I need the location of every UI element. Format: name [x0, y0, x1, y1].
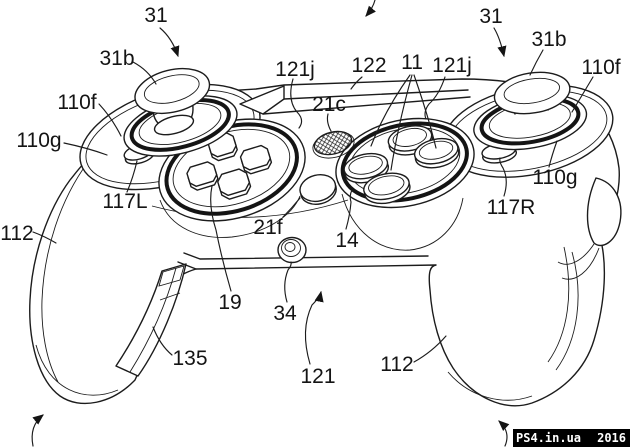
arrow-31-left: [159, 27, 180, 58]
center-round-button: [299, 173, 337, 205]
leader-110f-right: [571, 76, 594, 113]
leader-122: [350, 76, 363, 90]
side-strip-top-segment: [158, 265, 185, 287]
deck-corner-wedge: [239, 85, 285, 115]
home-button: [277, 236, 307, 264]
ref-label-21c: 21c: [312, 93, 346, 116]
leader-117R: [499, 157, 507, 197]
watermark-site: PS4.in.ua: [516, 431, 582, 445]
leader-112-right: [413, 335, 447, 363]
ref-label-121-bottom: 121: [300, 365, 335, 388]
left-grip-sole: [35, 344, 119, 396]
arrow-31-right: [493, 27, 507, 58]
right-side-knob-seams: [557, 243, 600, 280]
ref-label-19: 19: [218, 291, 241, 314]
side-strip-inner-line: [129, 267, 181, 373]
action-buttons: [343, 125, 460, 205]
leader-31b-right: [529, 49, 544, 76]
arrow-top-center: [365, 0, 376, 17]
leader-121j-left: [290, 78, 303, 129]
dpad-pedestal: [159, 195, 301, 238]
arrow-121-bottom: [304, 290, 324, 365]
dpad-keys: [186, 132, 273, 200]
face-pedestal: [341, 193, 464, 251]
ref-label-31-right: 31: [479, 5, 502, 28]
leader-lines: [31, 0, 594, 447]
ref-label-135: 135: [172, 347, 207, 370]
top-rear-band: [239, 85, 471, 115]
right-analog-stick: [473, 71, 588, 151]
ref-label-31-left: 31: [144, 4, 167, 27]
leader-19: [210, 185, 232, 292]
ref-label-14: 14: [335, 229, 359, 252]
ref-label-117L: 117L: [102, 190, 147, 213]
front-edge-inner: [183, 252, 429, 260]
leader-34: [284, 261, 292, 303]
ref-label-117R: 117R: [487, 196, 536, 219]
right-stick-cap: [493, 71, 571, 115]
ref-label-110g-right: 110g: [532, 166, 577, 189]
leader-110g-right: [548, 140, 558, 168]
band-lines: [262, 89, 471, 115]
arrow-bottom-right: [498, 420, 510, 447]
front-edge-lower: [177, 261, 197, 270]
left-stick-base: [153, 114, 195, 136]
dpad-cluster: [158, 118, 306, 238]
arrow-bottom-left: [31, 414, 44, 447]
leader-11-a: [370, 74, 411, 147]
ref-label-11: 11: [401, 51, 423, 74]
speaker-grille: [312, 130, 355, 159]
leader-121j-right: [424, 76, 446, 120]
ref-label-31b-right: 31b: [531, 28, 566, 51]
right-side-knob: [586, 177, 622, 247]
ref-label-110f-right: 110f: [581, 56, 620, 79]
leader-21c: [326, 113, 332, 132]
ref-label-121j-right: 121j: [432, 54, 472, 77]
ref-label-112-left: 112: [0, 222, 33, 245]
ref-label-121j-left: 121j: [275, 58, 315, 81]
leader-112-left: [32, 231, 57, 244]
left-analog-stick: [123, 67, 238, 157]
leader-110g-left: [63, 142, 108, 156]
reference-labels: 31 31b 110f 110g 117L 112 121j 21c 122 1…: [0, 4, 621, 388]
leader-11-c: [413, 74, 437, 149]
right-grip-seam: [547, 246, 579, 371]
ref-label-110g-left: 110g: [16, 129, 61, 152]
watermark: PS4.in.ua 2016: [513, 429, 630, 447]
leader-135: [152, 326, 173, 356]
leader-21f: [282, 197, 301, 218]
leader-11-b: [390, 74, 413, 171]
ref-label-21f: 21f: [253, 216, 282, 239]
watermark-year: 2016: [597, 431, 626, 445]
ref-label-110f-left: 110f: [57, 91, 96, 114]
face-button-cluster: [335, 117, 475, 251]
right-grip-sole: [447, 371, 533, 401]
ref-label-122: 122: [351, 54, 386, 77]
leader-31b-left: [132, 61, 157, 85]
leader-14: [345, 189, 353, 230]
left-grip-seam: [41, 161, 89, 383]
leader-117L: [126, 160, 138, 193]
ref-label-34: 34: [273, 302, 297, 325]
ref-label-112-right: 112: [380, 353, 413, 376]
ref-label-31b-left: 31b: [99, 47, 134, 70]
leader-110f-left: [98, 103, 122, 137]
